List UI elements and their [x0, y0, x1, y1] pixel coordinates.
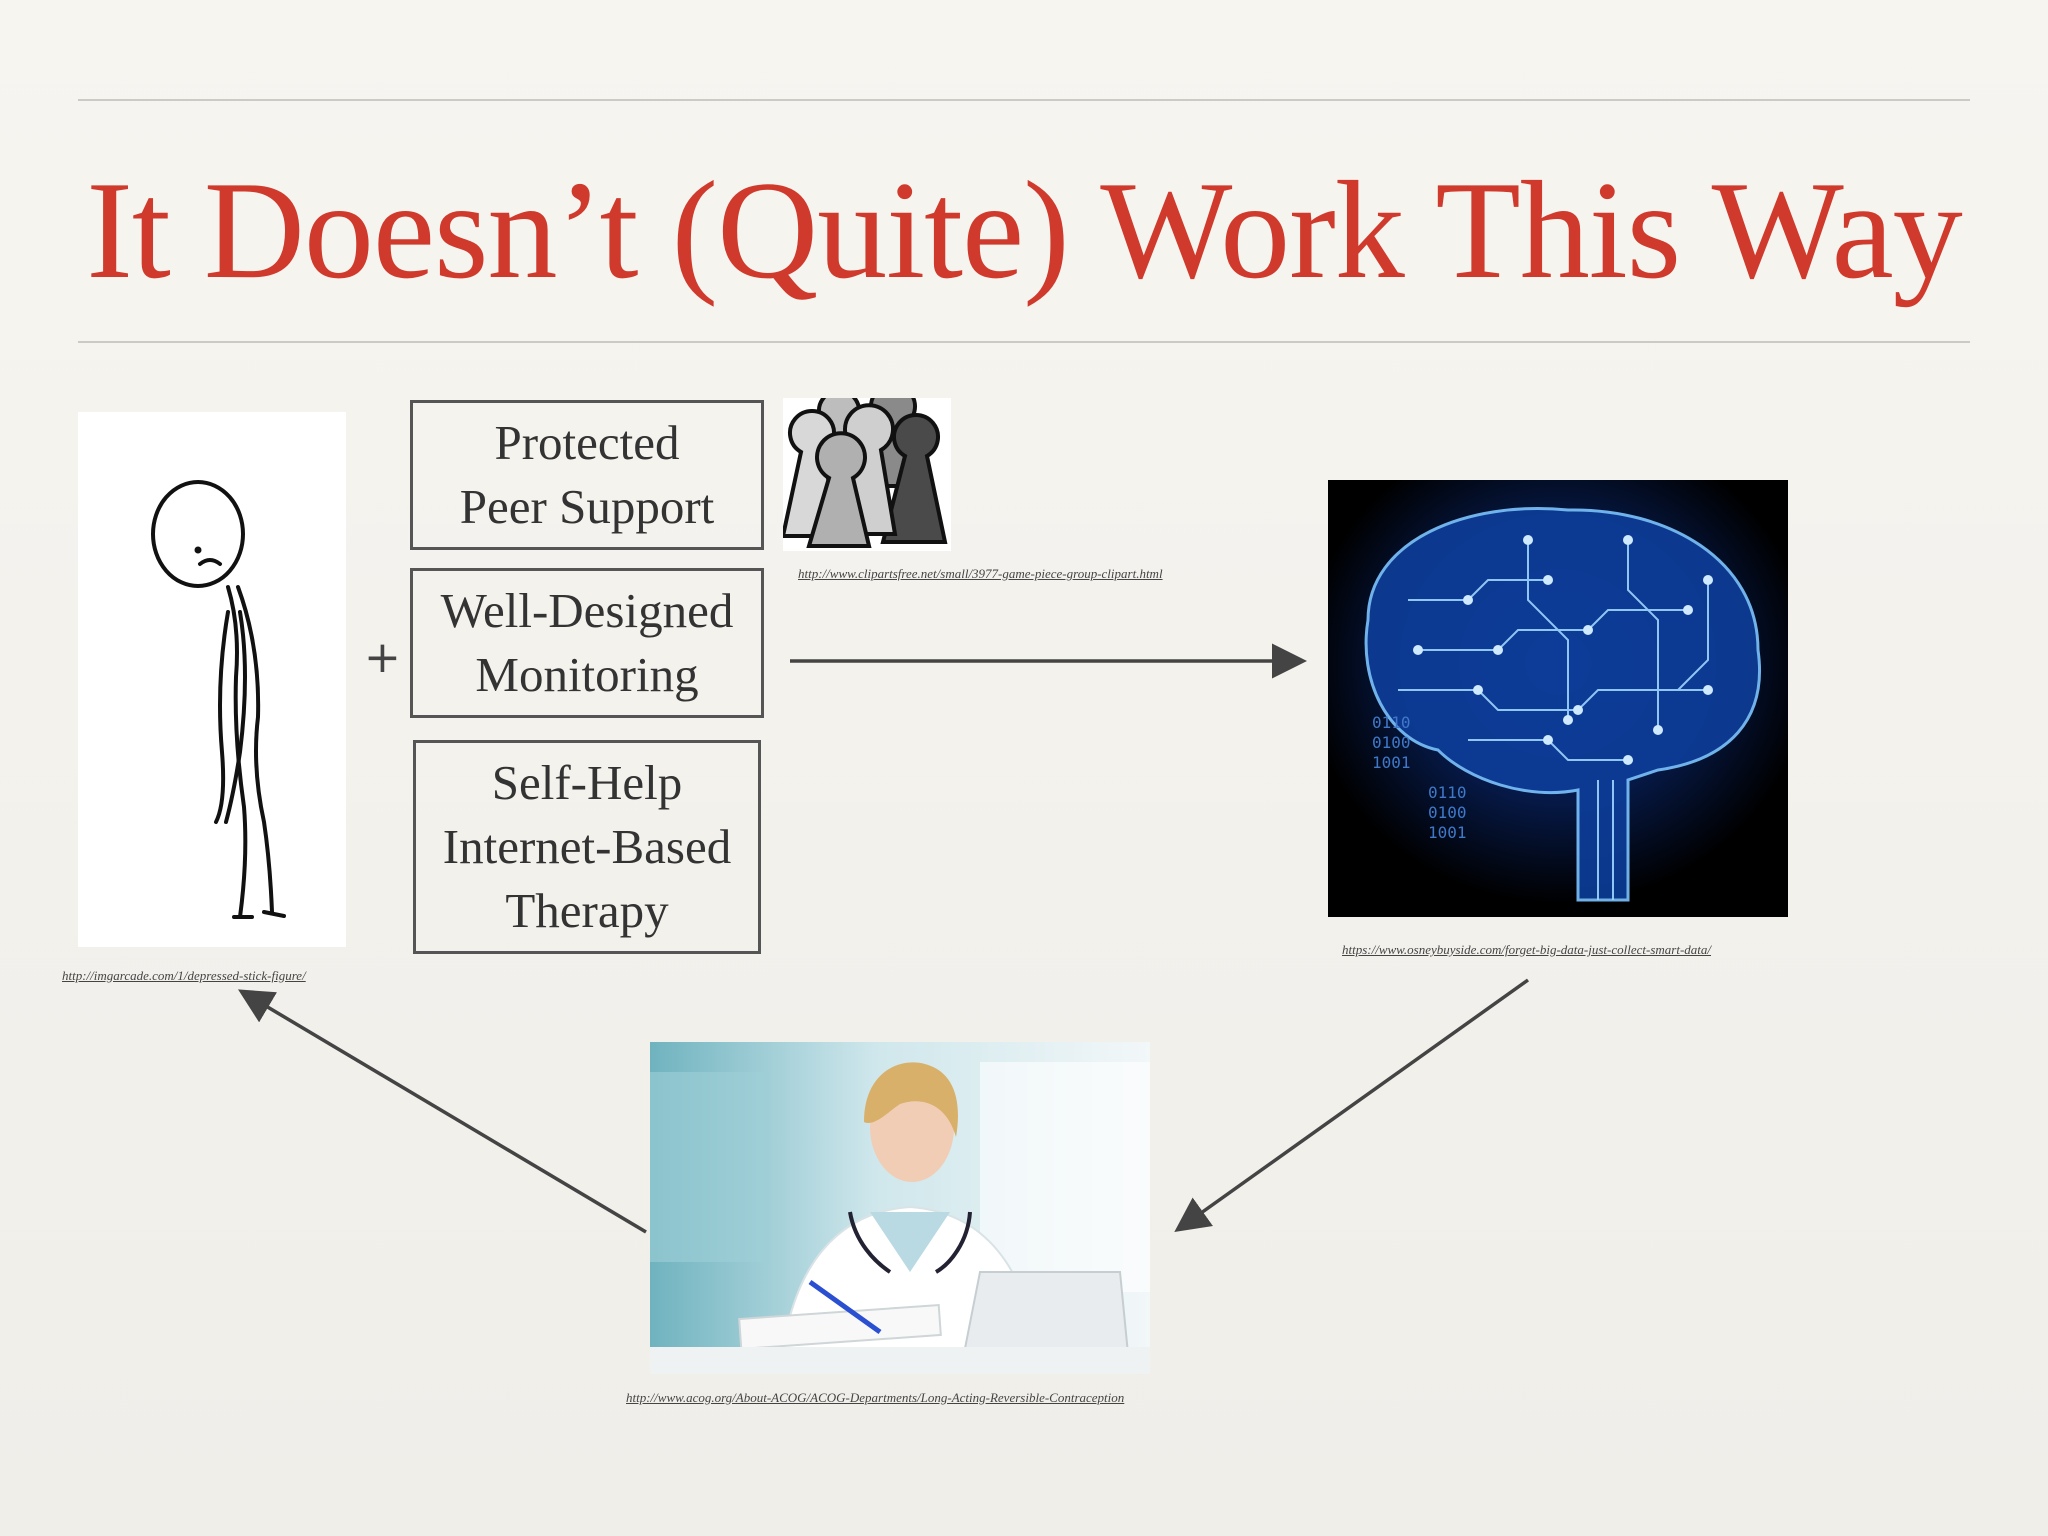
- brain-citation[interactable]: https://www.osneybuyside.com/forget-big-…: [1342, 942, 1712, 957]
- stick-figure-citation[interactable]: http://imgarcade.com/1/depressed-stick-f…: [62, 968, 306, 983]
- doctor-citation[interactable]: http://www.acog.org/About-ACOG/ACOG-Depa…: [626, 1390, 1125, 1405]
- game-pieces-citation[interactable]: http://www.clipartsfree.net/small/3977-g…: [798, 566, 1163, 581]
- protected-peer-support-box: Protected Peer Support: [410, 400, 764, 550]
- title-divider: [78, 341, 1970, 343]
- binary-text: 1001: [1372, 753, 1411, 772]
- binary-text: 0110: [1372, 713, 1411, 732]
- binary-text: 1001: [1428, 823, 1467, 842]
- arrow-to-patient: [237, 989, 647, 1234]
- well-designed-monitoring-box: Well-Designed Monitoring: [410, 568, 764, 718]
- plus-sign: +: [364, 632, 401, 683]
- binary-text: 0110: [1428, 783, 1467, 802]
- circuit-brain-image: 0110 0100 1001 0110 0100 1001: [1328, 480, 1788, 917]
- self-help-therapy-box: Self-Help Internet-Based Therapy: [413, 740, 761, 954]
- box-line: Monitoring: [475, 647, 699, 702]
- stick-figure-image: [78, 412, 346, 947]
- binary-text: 0100: [1372, 733, 1411, 752]
- box-line: Therapy: [505, 883, 669, 938]
- top-divider: [78, 99, 1970, 101]
- sad-stick-figure-icon: [151, 480, 286, 919]
- binary-text: 0100: [1428, 803, 1467, 822]
- box-line: Protected: [494, 415, 680, 470]
- game-pieces-image: [783, 398, 951, 551]
- box-line: Well-Designed: [440, 583, 734, 638]
- doctor-at-laptop-image: [650, 1042, 1150, 1374]
- arrow-to-doctor: [1174, 978, 1530, 1233]
- box-line: Internet-Based: [442, 819, 732, 874]
- box-line: Peer Support: [459, 479, 715, 534]
- game-piece-group-icon: [783, 398, 948, 548]
- box-line: Self-Help: [491, 755, 683, 810]
- circuit-brain-icon: 0110 0100 1001 0110 0100 1001: [1328, 480, 1788, 917]
- doctor-photo-icon: [650, 1042, 1150, 1374]
- slide-title: It Doesn’t (Quite) Work This Way: [86, 153, 1962, 308]
